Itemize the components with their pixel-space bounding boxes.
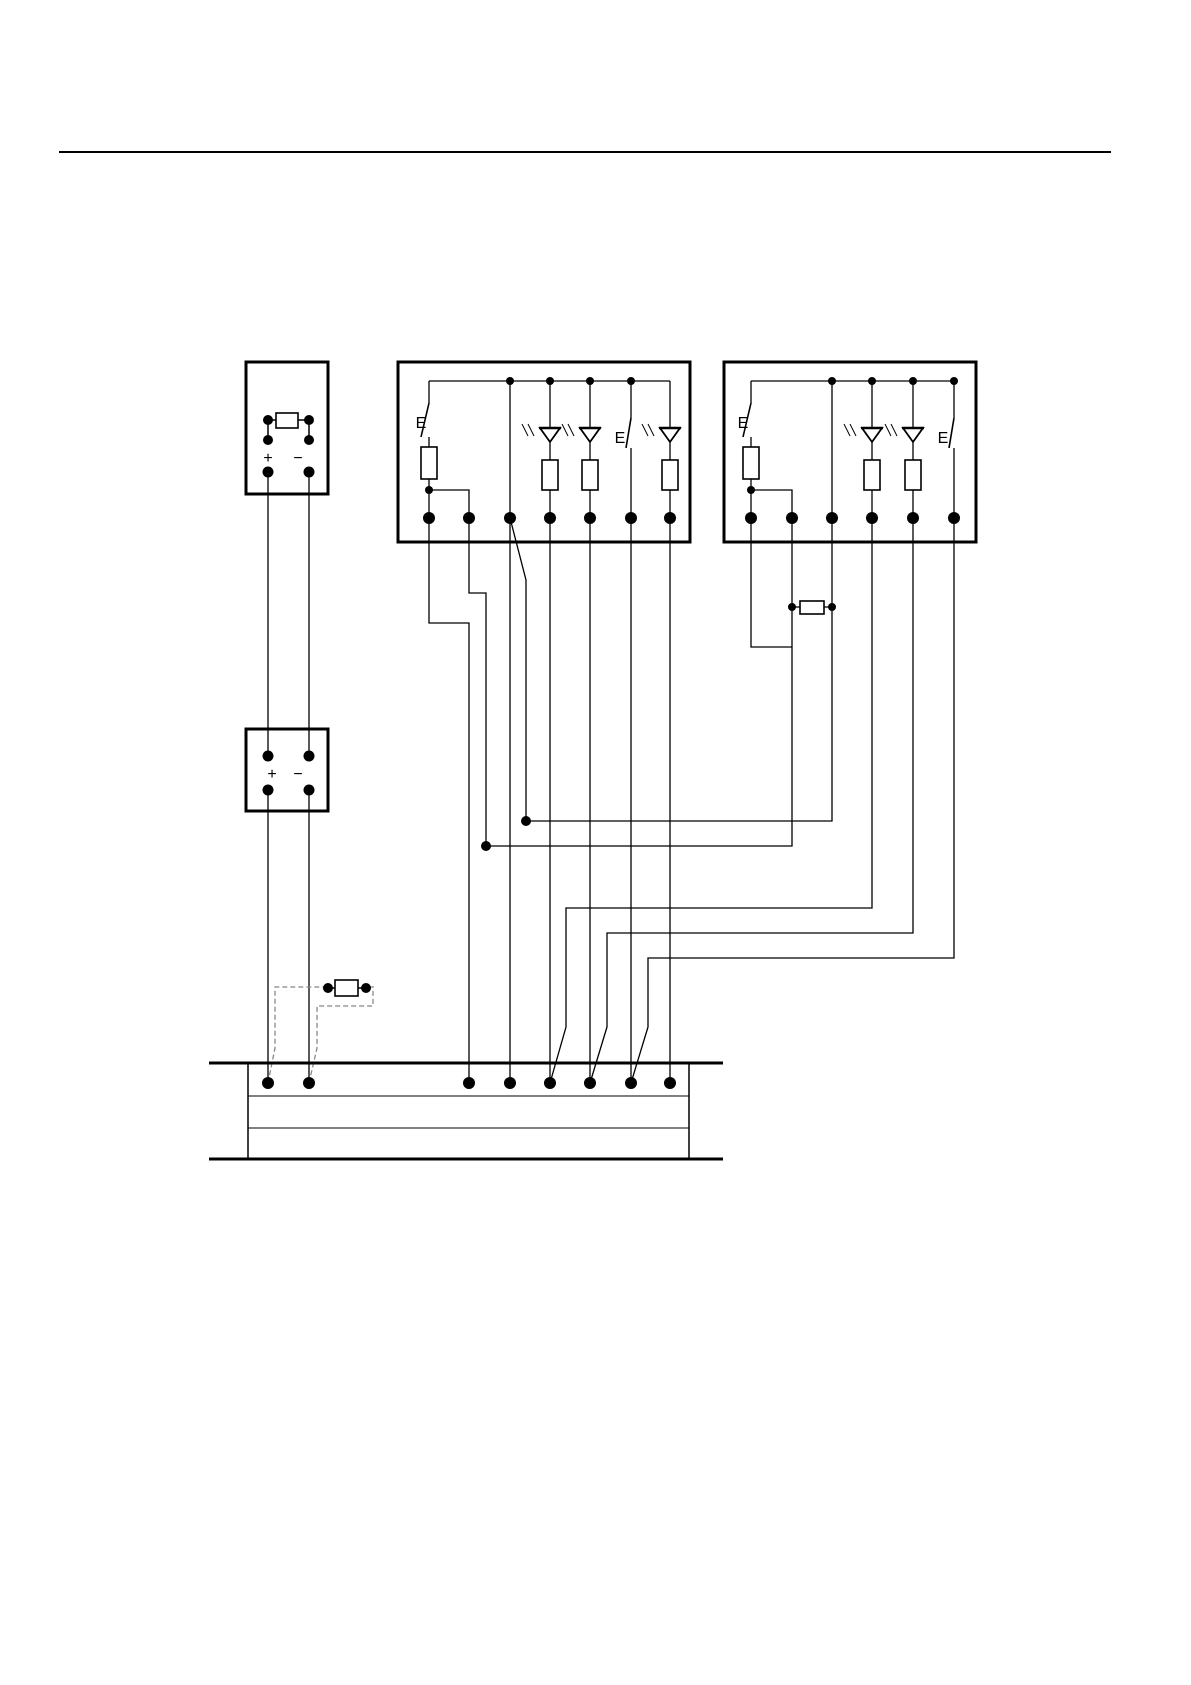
panel-right-switch-1-mark: E — [738, 415, 749, 432]
end-resistor-right — [788, 518, 836, 614]
panel-left: E E — [398, 362, 690, 542]
panel-left-box — [398, 362, 690, 542]
panel-left-switch-2-mark: E — [615, 430, 626, 447]
socket-top-resistor — [276, 413, 298, 428]
terminal-strip — [209, 1063, 723, 1159]
panel-right: E E — [724, 362, 976, 542]
socket-top-minus: − — [293, 450, 302, 467]
socket-middle-box — [246, 729, 328, 811]
panel-left-switch-1-mark: E — [416, 415, 427, 432]
socket-top-plus: + — [263, 450, 272, 467]
socket-top: + − — [246, 362, 328, 494]
interconnect-wires — [429, 518, 954, 1083]
socket-middle-plus: + — [267, 766, 276, 783]
socket-middle-minus: − — [293, 766, 302, 783]
panel-right-box — [724, 362, 976, 542]
end-resistor-bottom — [268, 980, 373, 1083]
socket-middle: + − — [246, 729, 328, 811]
panel-right-switch-2-mark: E — [938, 430, 949, 447]
